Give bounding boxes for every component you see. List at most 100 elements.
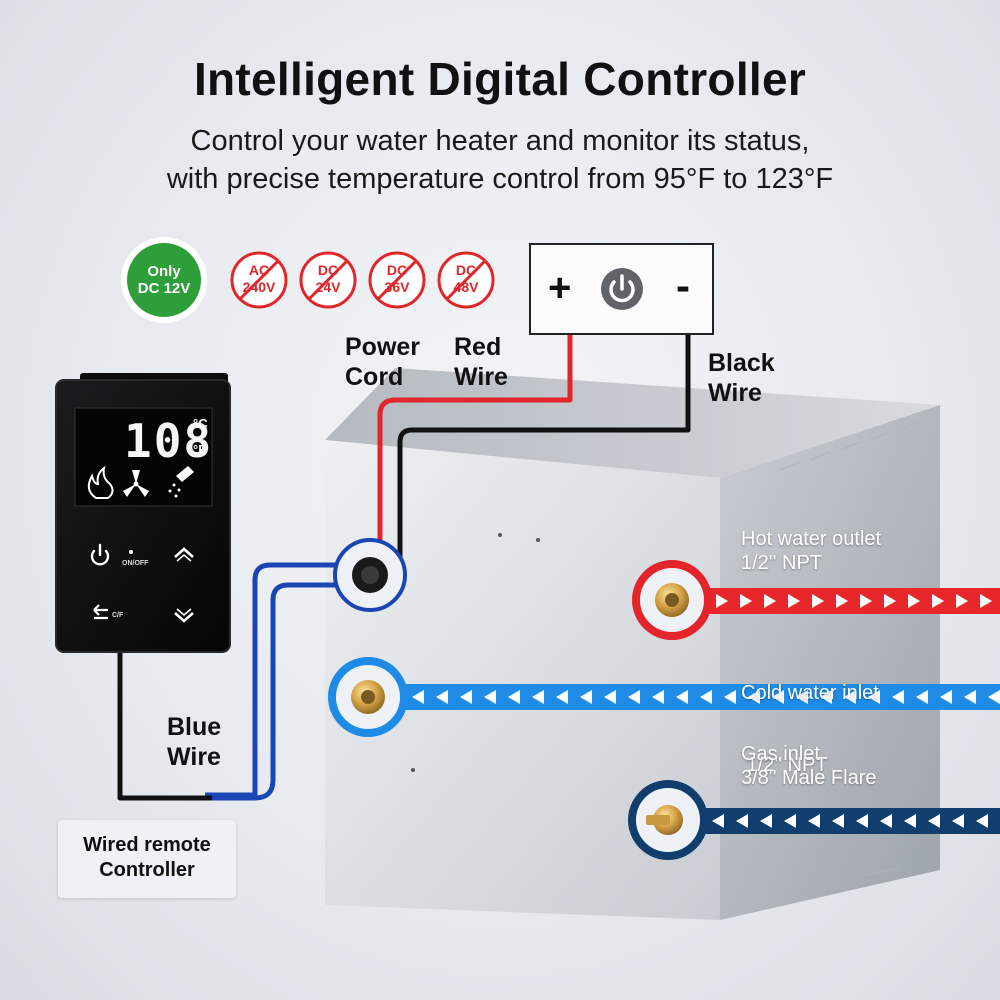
flow-arrow-icon bbox=[628, 690, 640, 704]
gas-inlet-spec: Gas inlet 3/8'' Male Flare bbox=[741, 742, 876, 790]
badge-ok-text: Only DC 12V bbox=[124, 263, 204, 297]
blue-wire-1 bbox=[205, 562, 352, 798]
flame-icon bbox=[87, 465, 114, 499]
cold-flow-arrows bbox=[412, 690, 1000, 704]
flow-arrow-icon bbox=[892, 690, 904, 704]
heater-side-face bbox=[720, 405, 940, 920]
flow-arrow-icon bbox=[484, 690, 496, 704]
badge-no-1-line2: 240V bbox=[242, 279, 276, 295]
power-cord-line1: Power bbox=[345, 333, 421, 361]
positive-terminal-label: + bbox=[548, 266, 572, 310]
flow-arrow-icon bbox=[940, 690, 952, 704]
hot-water-spec: Hot water outlet 1/2'' NPT bbox=[741, 527, 881, 575]
flow-arrow-icon bbox=[956, 594, 968, 608]
flow-arrow-icon bbox=[580, 690, 592, 704]
voltage-badges bbox=[121, 237, 495, 323]
wires bbox=[117, 335, 691, 801]
blue-wire-label: Blue Wire bbox=[167, 712, 221, 772]
flow-arrow-icon bbox=[508, 690, 520, 704]
flow-arrow-icon bbox=[932, 594, 944, 608]
badge-no-text-4: DC 48V bbox=[436, 262, 496, 296]
gas-inlet-spec-line1: Gas inlet bbox=[741, 743, 820, 765]
cold-water-spec-line1: Cold water inlet bbox=[741, 682, 879, 704]
flow-arrow-icon bbox=[556, 690, 568, 704]
heater-front-face bbox=[325, 440, 720, 920]
prohibited-slash-icon bbox=[307, 259, 349, 301]
flow-arrow-icon bbox=[880, 814, 892, 828]
flow-arrow-icon bbox=[764, 594, 776, 608]
badge-no-text-1: AC 240V bbox=[229, 262, 289, 296]
flow-arrow-icon bbox=[884, 594, 896, 608]
shower-icon bbox=[168, 466, 194, 498]
power-supply-box bbox=[529, 243, 714, 335]
remote-caption-line1: Wired remote bbox=[83, 834, 211, 856]
flow-arrow-icon bbox=[812, 594, 824, 608]
gas-inlet bbox=[628, 780, 1000, 860]
flow-arrow-icon bbox=[820, 690, 832, 704]
badge-no-3-line2: 36V bbox=[384, 279, 410, 295]
flow-arrow-icon bbox=[724, 690, 736, 704]
flow-arrow-icon bbox=[844, 690, 856, 704]
flow-arrow-icon bbox=[760, 814, 772, 828]
red-wire-line2: Wire bbox=[454, 363, 508, 391]
badge-no-2-line2: 24V bbox=[315, 279, 341, 295]
badge-no-4-line2: 48V bbox=[453, 279, 479, 295]
flow-arrow-icon bbox=[988, 690, 1000, 704]
flow-arrow-icon bbox=[736, 814, 748, 828]
hot-flow-arrows bbox=[716, 594, 992, 608]
badge-no-1-line1: AC bbox=[248, 262, 270, 278]
flow-arrow-icon bbox=[808, 814, 820, 828]
fan-icon bbox=[123, 470, 149, 497]
unit-celsius: °C bbox=[193, 416, 208, 431]
flow-arrow-icon bbox=[856, 814, 868, 828]
cold-water-spec-line2: 1/2'' NPT bbox=[741, 754, 828, 776]
unit-fahrenheit: °F bbox=[193, 442, 207, 457]
flow-arrow-icon bbox=[860, 594, 872, 608]
flow-arrow-icon bbox=[788, 594, 800, 608]
hot-water-outlet bbox=[632, 560, 1000, 640]
back-icon bbox=[93, 604, 108, 620]
flow-arrow-icon bbox=[868, 690, 880, 704]
subtitle-line-1: Control your water heater and monitor it… bbox=[190, 125, 810, 157]
power-icon-arc bbox=[609, 280, 635, 303]
hot-water-spec-line2: 1/2'' NPT bbox=[741, 552, 822, 574]
flow-arrow-icon bbox=[772, 690, 784, 704]
cf-label: C/F bbox=[112, 612, 124, 619]
flow-arrow-icon bbox=[908, 594, 920, 608]
prohibited-slash-icon bbox=[376, 259, 418, 301]
badge-no-text-2: DC 24V bbox=[298, 262, 358, 296]
indicator-dot bbox=[129, 550, 133, 554]
cold-water-spec: Cold water inlet 1/2'' NPT bbox=[741, 633, 879, 801]
badge-no-2-line1: DC bbox=[317, 262, 339, 278]
up-chevron-icon bbox=[174, 547, 194, 558]
remote-cable bbox=[117, 650, 212, 801]
flow-arrow-icon bbox=[740, 594, 752, 608]
badge-ok-line1: Only bbox=[147, 263, 181, 280]
flow-arrow-icon bbox=[952, 814, 964, 828]
black-wire-label: Black Wire bbox=[708, 348, 775, 408]
flow-arrow-icon bbox=[832, 814, 844, 828]
gas-inlet-spec-line2: 3/8'' Male Flare bbox=[741, 767, 877, 789]
badge-no-3-line1: DC bbox=[386, 262, 408, 278]
flow-arrow-icon bbox=[964, 690, 976, 704]
water-heater-unit bbox=[325, 368, 940, 920]
badge-dc12v bbox=[127, 243, 201, 317]
wired-remote-controller bbox=[55, 373, 231, 653]
flow-arrow-icon bbox=[460, 690, 472, 704]
screw-hole bbox=[411, 768, 415, 772]
gas-flow-arrows bbox=[712, 814, 988, 828]
red-wire-line1: Red bbox=[454, 333, 502, 361]
flow-arrow-icon bbox=[700, 690, 712, 704]
heater-top-face bbox=[325, 368, 940, 478]
blue-wire-line2: Wire bbox=[167, 743, 221, 771]
screw-hole bbox=[536, 538, 540, 542]
flow-arrow-icon bbox=[712, 814, 724, 828]
badge-no-4-line1: DC bbox=[455, 262, 477, 278]
power-cord-label: Power Cord bbox=[345, 332, 420, 392]
power-icon bbox=[90, 549, 110, 566]
prohibited-slash-icon bbox=[238, 259, 280, 301]
down-chevron-icon bbox=[174, 612, 194, 623]
badge-ok-line2: DC 12V bbox=[137, 280, 191, 297]
flow-arrow-icon bbox=[976, 814, 988, 828]
